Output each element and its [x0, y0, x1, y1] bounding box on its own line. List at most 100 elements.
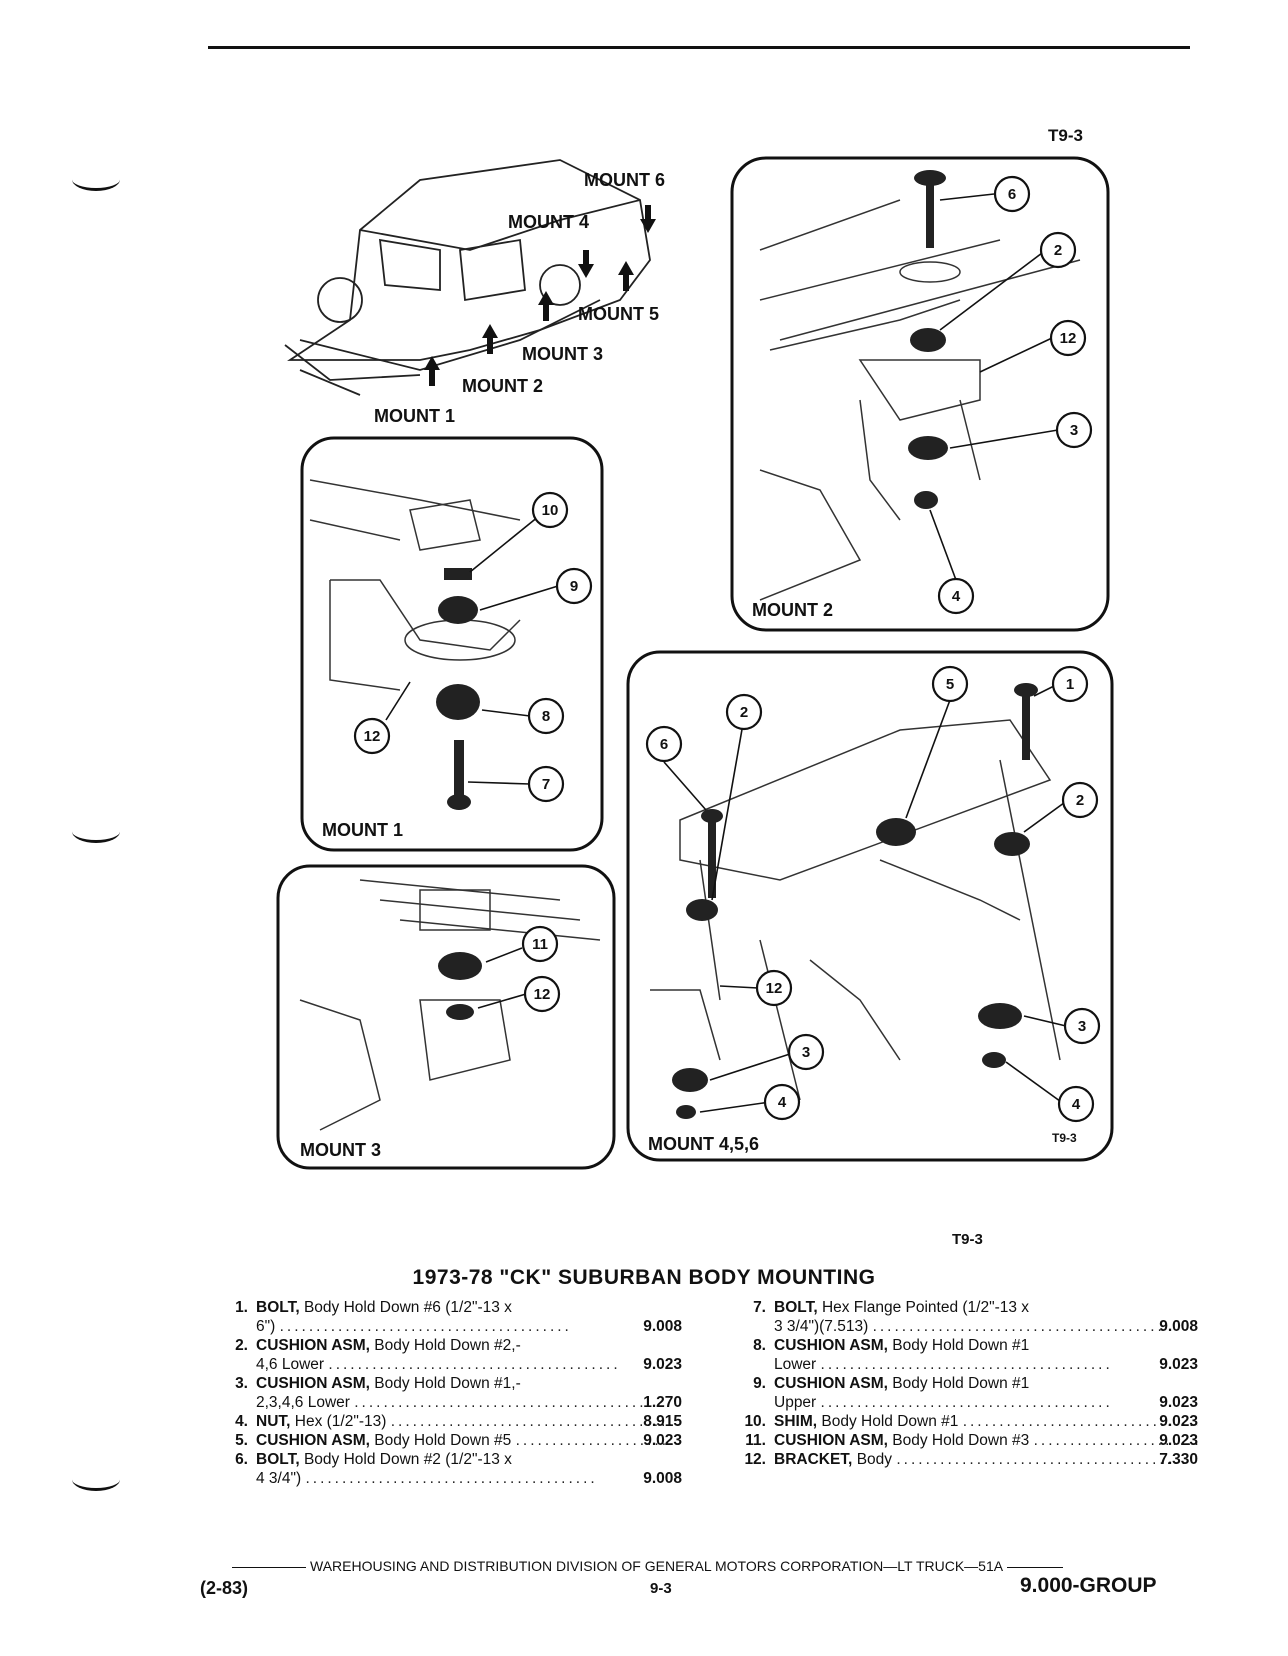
- part-catalog-code: 9.008: [1159, 1318, 1198, 1335]
- label-panel-mount-4-5-6: MOUNT 4,5,6: [648, 1134, 759, 1154]
- page-title: 1973-78 "CK" SUBURBAN BODY MOUNTING: [412, 1266, 876, 1289]
- svg-text:1: 1: [1066, 676, 1074, 693]
- part-description: Body Hold Down #1,-: [374, 1375, 521, 1392]
- mount-arrows: [424, 205, 656, 386]
- part-name: SHIM,: [774, 1413, 818, 1430]
- vehicle-overview-sketch: [284, 159, 651, 396]
- part-name: BRACKET,: [774, 1451, 853, 1468]
- panel-mount-1: MOUNT 1: [300, 436, 604, 852]
- part-item: 11.CUSHION ASM, Body Hold Down #3 ......…: [736, 1431, 1198, 1450]
- part-name: BOLT,: [256, 1451, 300, 1468]
- part-catalog-code: 9.023: [1159, 1432, 1198, 1449]
- part-description: Body: [856, 1451, 893, 1468]
- callout-m456-4b: 4: [1057, 1085, 1095, 1123]
- part-name: CUSHION ASM,: [256, 1432, 370, 1449]
- part-number: 11.: [745, 1432, 766, 1449]
- callout-m2-12: 12: [1049, 319, 1087, 357]
- svg-text:2: 2: [1076, 792, 1084, 809]
- part-description: Body Hold Down #1: [892, 1375, 1030, 1392]
- part-item: 12.BRACKET, Body .......................…: [736, 1450, 1198, 1469]
- part-number: 12.: [744, 1451, 766, 1468]
- panel-mount-3: MOUNT 3: [276, 864, 616, 1170]
- part-catalog-code: 9.023: [643, 1432, 682, 1449]
- callout-m3-11: 11: [521, 925, 559, 963]
- panel-mount-4-5-6: MOUNT 4,5,6 T9-3: [626, 650, 1114, 1162]
- figure-ref-bottom: T9-3: [952, 1231, 983, 1248]
- svg-text:12: 12: [766, 980, 783, 997]
- footer-division-text: WAREHOUSING AND DISTRIBUTION DIVISION OF…: [310, 1558, 1004, 1574]
- callout-m456-1: 1: [1051, 665, 1089, 703]
- part-description-cont: 6"): [256, 1318, 276, 1335]
- header-rule: [208, 46, 1190, 49]
- label-mount-4: MOUNT 4: [508, 212, 589, 232]
- callout-m2-6: 6: [993, 175, 1031, 213]
- label-mount-6: MOUNT 6: [584, 170, 665, 190]
- part-name: CUSHION ASM,: [774, 1337, 888, 1354]
- panel-ref-label: T9-3: [1052, 1131, 1077, 1145]
- callout-m3-12: 12: [523, 975, 561, 1013]
- svg-text:9: 9: [570, 578, 578, 595]
- callout-m2-3: 3: [1055, 411, 1093, 449]
- part-description: Body Hold Down #1: [892, 1337, 1030, 1354]
- svg-text:2: 2: [740, 704, 748, 721]
- svg-text:12: 12: [534, 986, 551, 1003]
- part-catalog-code: 9.023: [1159, 1413, 1198, 1430]
- svg-text:3: 3: [802, 1044, 810, 1061]
- part-description-cont: 3 3/4")(7.513): [774, 1318, 869, 1335]
- binder-hole-mark: [72, 1468, 120, 1491]
- part-item: 3.CUSHION ASM, Body Hold Down #1,-2,3,4,…: [218, 1374, 682, 1412]
- part-catalog-code: 7.330: [1159, 1451, 1198, 1468]
- part-item: 4.NUT, Hex (1/2"-13) ...................…: [218, 1412, 682, 1431]
- callouts: 6 2 12 3 4 10 9 8 12 7 11 12 5 1 2 6 2 1…: [353, 175, 1101, 1123]
- part-number: 5.: [235, 1432, 248, 1449]
- part-description-cont: Upper: [774, 1394, 817, 1411]
- part-description: Body Hold Down #5: [374, 1432, 512, 1449]
- footer-group: 9.000-GROUP: [1020, 1574, 1157, 1597]
- callout-m456-3b: 3: [1063, 1007, 1101, 1045]
- svg-text:12: 12: [364, 728, 381, 745]
- part-catalog-code: 9.023: [1159, 1394, 1198, 1411]
- part-number: 9.: [753, 1375, 766, 1392]
- callout-m1-12: 12: [353, 717, 391, 755]
- part-description: Body Hold Down #2 (1/2"-13 x: [303, 1451, 512, 1468]
- svg-text:4: 4: [952, 588, 961, 605]
- svg-text:4: 4: [778, 1094, 787, 1111]
- part-name: NUT,: [256, 1413, 291, 1430]
- svg-text:3: 3: [1070, 422, 1078, 439]
- part-item: 10.SHIM, Body Hold Down #1 .............…: [736, 1412, 1198, 1431]
- footer-division-line: WAREHOUSING AND DISTRIBUTION DIVISION OF…: [228, 1558, 1067, 1574]
- svg-text:2: 2: [1054, 242, 1062, 259]
- callout-m456-2b: 2: [725, 693, 763, 731]
- part-description-cont: 4,6 Lower: [256, 1356, 325, 1373]
- part-description: Hex (1/2"-13): [294, 1413, 387, 1430]
- part-catalog-code: 9.008: [643, 1318, 682, 1335]
- svg-text:11: 11: [532, 936, 548, 953]
- part-catalog-code: 1.270: [643, 1394, 682, 1411]
- part-number: 10.: [744, 1413, 766, 1430]
- svg-text:7: 7: [542, 776, 550, 793]
- svg-text:8: 8: [542, 708, 550, 725]
- svg-text:4: 4: [1072, 1096, 1081, 1113]
- callout-m2-2: 2: [1039, 231, 1077, 269]
- part-name: BOLT,: [774, 1299, 818, 1316]
- label-mount-5: MOUNT 5: [578, 304, 659, 324]
- part-number: 1.: [235, 1299, 248, 1316]
- part-name: BOLT,: [256, 1299, 300, 1316]
- callout-leaders: [385, 193, 1069, 1113]
- label-mount-3: MOUNT 3: [522, 344, 603, 364]
- callout-m456-6: 6: [645, 725, 683, 763]
- svg-text:5: 5: [946, 676, 954, 693]
- part-number: 3.: [235, 1375, 248, 1392]
- part-description: Body Hold Down #3: [892, 1432, 1030, 1449]
- callout-m456-3a: 3: [787, 1033, 825, 1071]
- part-number: 2.: [235, 1337, 248, 1354]
- binder-hole-mark: [72, 820, 120, 843]
- part-item: 2.CUSHION ASM, Body Hold Down #2,-4,6 Lo…: [218, 1336, 682, 1374]
- panel-mount-2: MOUNT 2: [730, 156, 1110, 632]
- part-name: CUSHION ASM,: [256, 1375, 370, 1392]
